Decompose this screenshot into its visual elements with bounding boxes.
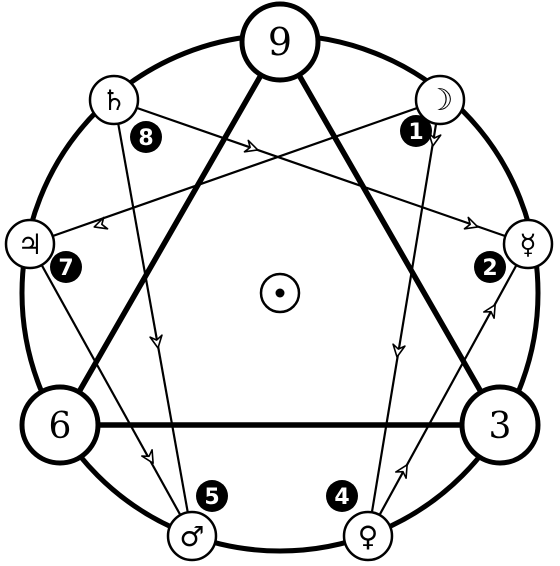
sun-symbol	[259, 272, 301, 314]
point-3-circle	[459, 384, 541, 466]
point-3-label: 3	[489, 406, 512, 447]
badge-8-label: 8	[138, 126, 153, 151]
badge-7-label: 7	[58, 256, 73, 281]
hexad-lines	[29, 98, 529, 537]
point-6-circle	[19, 384, 101, 466]
planet-venus: ♀	[342, 510, 394, 562]
badge-4-circle	[326, 480, 358, 512]
triangle-9-6-3	[55, 36, 505, 428]
line-venus-mercury	[367, 243, 529, 537]
point-9-label: 9	[268, 20, 292, 64]
badge-5-circle	[196, 480, 228, 512]
badge-4-label: 4	[334, 485, 349, 510]
planet-saturn: ♄	[88, 74, 140, 126]
planet-mars: ♂	[166, 510, 218, 562]
sun-dot	[275, 288, 285, 298]
planet-moon: ☽	[414, 74, 466, 126]
badge-4: 4	[326, 480, 358, 512]
badge-5-label: 5	[204, 485, 219, 510]
badge-8: 8	[130, 121, 162, 153]
line-moon-venus	[366, 99, 442, 537]
badge-5: 5	[196, 480, 228, 512]
jupiter-icon: ♃	[17, 228, 42, 261]
badge-2: 2	[474, 251, 506, 283]
badge-8-circle	[130, 121, 162, 153]
badge-2-label: 2	[482, 256, 497, 281]
main-point-3: 3	[459, 384, 541, 466]
badge-1: 1	[400, 115, 432, 147]
planet-jupiter: ♃	[4, 218, 56, 270]
badge-7: 7	[50, 251, 82, 283]
moon-circle	[414, 74, 466, 126]
mercury-icon: ☿	[519, 228, 536, 261]
jupiter-circle	[4, 218, 56, 270]
badge-1-label: 1	[408, 120, 423, 145]
mercury-circle	[502, 218, 554, 270]
saturn-icon: ♄	[101, 84, 126, 117]
main-point-6: 6	[19, 384, 101, 466]
mars-icon: ♂	[179, 520, 204, 553]
line-saturn-mercury	[113, 98, 529, 246]
point-9-circle	[239, 1, 321, 83]
planet-mercury: ☿	[502, 218, 554, 270]
main-point-9: 9	[239, 1, 321, 83]
moon-icon: ☽	[427, 83, 454, 118]
line-saturn-mars	[112, 99, 194, 537]
venus-circle	[342, 510, 394, 562]
badge-1-circle	[400, 115, 432, 147]
mars-circle	[166, 510, 218, 562]
venus-icon: ♀	[358, 520, 379, 553]
point-6-label: 6	[49, 406, 72, 447]
badge-2-circle	[474, 251, 506, 283]
line-jupiter-mars	[29, 243, 193, 537]
saturn-circle	[88, 74, 140, 126]
badge-7-circle	[50, 251, 82, 283]
